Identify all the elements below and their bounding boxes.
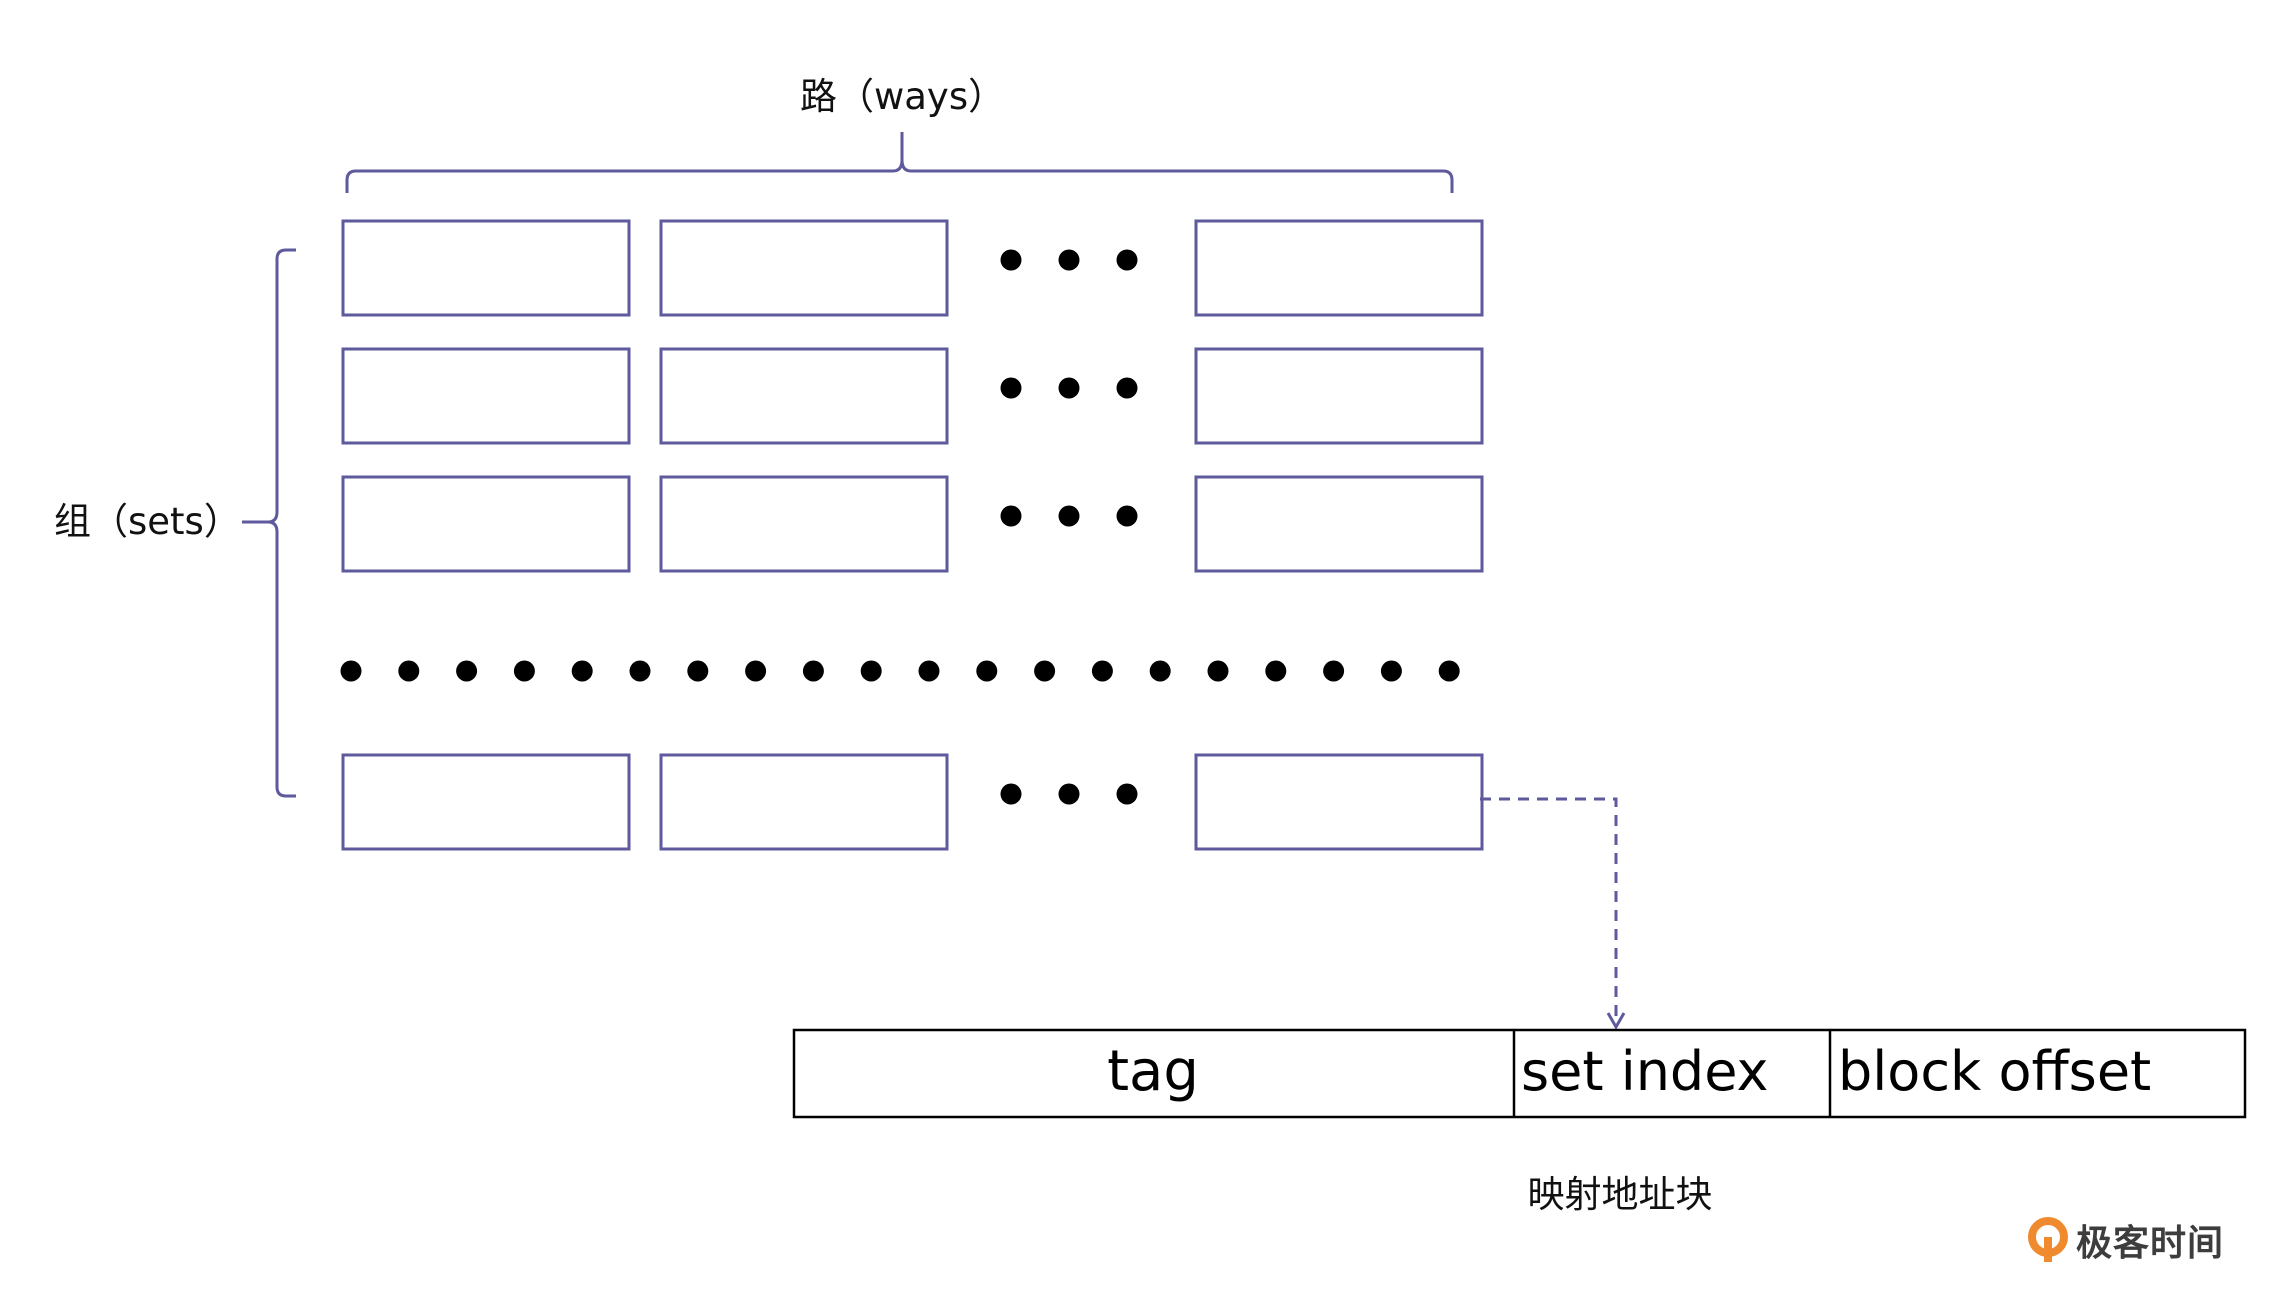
cache-cells xyxy=(341,219,1484,851)
cache-line-cell xyxy=(1194,219,1484,317)
cache-line-cell xyxy=(1194,753,1484,851)
sets-label: 组（sets） xyxy=(54,500,241,543)
ellipsis-dot xyxy=(1380,660,1402,682)
ellipsis-dot xyxy=(1116,505,1138,527)
ellipsis-dot xyxy=(1091,660,1113,682)
cache-line-cell xyxy=(659,475,949,573)
mapped-address-caption: 映射地址块 xyxy=(1527,1173,1713,1216)
cache-line-cell xyxy=(341,219,631,317)
cache-line-cell xyxy=(341,347,631,445)
ellipsis-dot xyxy=(1265,660,1287,682)
cache-line-cell xyxy=(659,753,949,851)
cache-line-cell xyxy=(1194,347,1484,445)
ellipsis-dot xyxy=(1116,783,1138,805)
ways-brace xyxy=(345,132,1454,193)
ellipsis-dot xyxy=(802,660,824,682)
geektime-logo-icon xyxy=(2028,1217,2068,1262)
ellipsis-dot xyxy=(1323,660,1345,682)
ellipsis-dot xyxy=(1034,660,1056,682)
ellipsis-dot xyxy=(1058,783,1080,805)
cache-line-cell xyxy=(659,219,949,317)
ellipsis-dot xyxy=(1116,377,1138,399)
ellipsis-dot xyxy=(745,660,767,682)
cache-line-cell xyxy=(341,475,631,573)
brand-name: 极客时间 xyxy=(2076,1223,2225,1264)
sets-brace xyxy=(242,248,296,798)
address-field-block-offset: block offset xyxy=(1838,1040,2152,1103)
address-field-set-index: set index xyxy=(1521,1040,1769,1103)
ellipsis-dot xyxy=(340,660,362,682)
ellipsis-dot xyxy=(687,660,709,682)
ellipsis-dots xyxy=(340,249,1460,805)
ellipsis-dot xyxy=(976,660,998,682)
mapping-connector xyxy=(1480,797,1618,1020)
address-field-tag: tag xyxy=(1107,1039,1199,1104)
address-block xyxy=(792,1028,2247,1119)
ellipsis-dot xyxy=(1207,660,1229,682)
brand-mark: 极客时间 xyxy=(2026,1215,2224,1265)
cache-line-cell xyxy=(659,347,949,445)
ellipsis-dot xyxy=(1000,249,1022,271)
ellipsis-dot xyxy=(1000,505,1022,527)
ellipsis-dot xyxy=(1116,249,1138,271)
ellipsis-dot xyxy=(629,660,651,682)
ellipsis-dot xyxy=(398,660,420,682)
ellipsis-dot xyxy=(860,660,882,682)
ellipsis-dot xyxy=(513,660,535,682)
ways-label: 路（ways） xyxy=(800,75,1006,118)
ellipsis-dot xyxy=(1000,783,1022,805)
ellipsis-dot xyxy=(1438,660,1460,682)
ellipsis-dot xyxy=(1058,377,1080,399)
ellipsis-dot xyxy=(571,660,593,682)
ellipsis-dot xyxy=(456,660,478,682)
mapping-arrowhead xyxy=(1606,1012,1626,1031)
ellipsis-dot xyxy=(918,660,940,682)
ellipsis-dot xyxy=(1058,249,1080,271)
ellipsis-dot xyxy=(1058,505,1080,527)
cache-line-cell xyxy=(1194,475,1484,573)
ellipsis-dot xyxy=(1000,377,1022,399)
cache-line-cell xyxy=(341,753,631,851)
ellipsis-dot xyxy=(1149,660,1171,682)
